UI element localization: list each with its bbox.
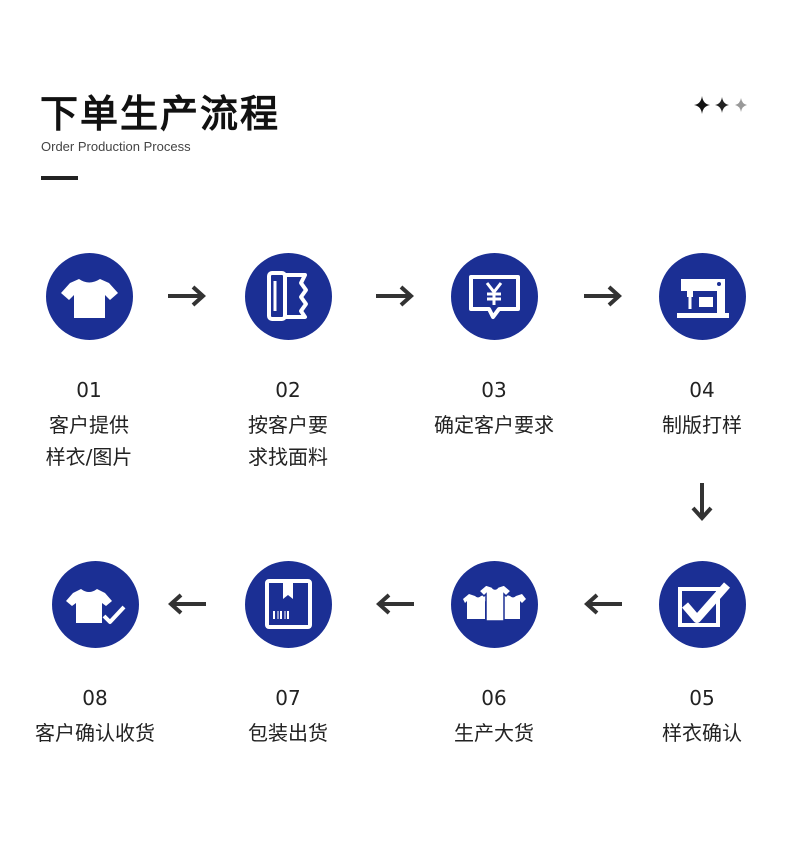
step-icon-circle xyxy=(244,561,332,648)
step-03: 03 确定客户要求 xyxy=(414,253,574,441)
package-box-icon xyxy=(264,579,312,629)
page-title: 下单生产流程 xyxy=(40,92,281,136)
step-number: 01 xyxy=(76,378,102,402)
step-07: 07 包装出货 xyxy=(208,561,368,749)
arrow-left-icon xyxy=(168,593,206,615)
arrow-right-icon xyxy=(376,285,414,307)
sewing-machine-icon xyxy=(676,279,729,318)
arrow-right-icon xyxy=(584,285,622,307)
title-underline xyxy=(41,176,78,180)
step-06: 06 生产大货 xyxy=(414,561,574,749)
page-subtitle: Order Production Process xyxy=(41,139,191,154)
tshirts-stack-icon xyxy=(462,584,526,622)
step-icon-circle xyxy=(658,253,746,340)
sparkle-icon xyxy=(694,96,747,114)
step-label: 客户确认收货 xyxy=(35,721,155,745)
step-label: 制版打样 xyxy=(662,413,742,437)
step-08: 08 客户确认收货 xyxy=(15,561,175,749)
step-icon-circle xyxy=(450,561,538,648)
arrow-left-icon xyxy=(584,593,622,615)
step-label: 生产大货 xyxy=(454,721,534,745)
arrow-down-icon xyxy=(691,483,713,521)
step-icon-circle xyxy=(450,253,538,340)
arrow-left-icon xyxy=(376,593,414,615)
step-label: 确定客户要求 xyxy=(434,413,554,437)
step-number: 04 xyxy=(689,378,715,402)
step-icon-circle xyxy=(45,253,133,340)
step-number: 05 xyxy=(689,686,715,710)
step-number: 03 xyxy=(481,378,507,402)
price-chat-icon xyxy=(468,275,520,319)
step-number: 08 xyxy=(82,686,108,710)
step-icon-circle xyxy=(51,561,139,648)
fabric-roll-icon xyxy=(266,271,308,321)
arrow-right-icon xyxy=(168,285,206,307)
step-04: 04 制版打样 xyxy=(622,253,782,441)
step-icon-circle xyxy=(658,561,746,648)
step-05: 05 样衣确认 xyxy=(622,561,782,749)
step-label: 客户提供样衣/图片 xyxy=(45,413,133,469)
step-number: 02 xyxy=(275,378,301,402)
step-label: 按客户要求找面料 xyxy=(248,413,328,469)
step-02: 02 按客户要求找面料 xyxy=(208,253,368,473)
step-label: 样衣确认 xyxy=(662,721,742,745)
tshirt-check-icon xyxy=(65,589,125,624)
step-icon-circle xyxy=(244,253,332,340)
tshirt-icon xyxy=(60,279,118,318)
step-01: 01 客户提供样衣/图片 xyxy=(9,253,169,473)
checkbox-icon xyxy=(677,582,730,627)
step-number: 07 xyxy=(275,686,301,710)
step-number: 06 xyxy=(481,686,507,710)
step-label: 包装出货 xyxy=(248,721,328,745)
